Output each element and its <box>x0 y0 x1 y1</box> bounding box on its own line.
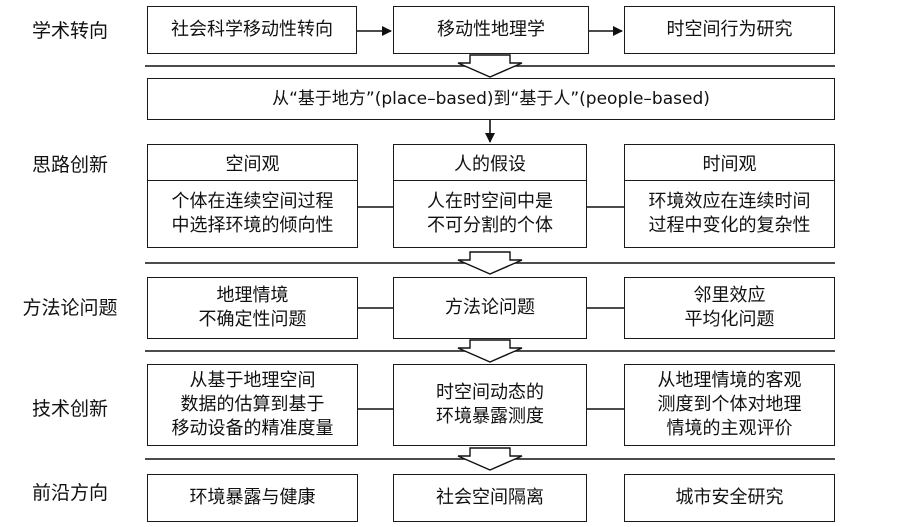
person-assumption-title: 人的假设 <box>394 145 586 181</box>
box-place-to-people: 从“基于地方”(place–based)到“基于人”(people–based) <box>147 78 835 120</box>
row-label-tech-innovation: 技术创新 <box>31 398 108 420</box>
box-subjective-evaluation: 从地理情境的客观 测度到个体对地理 情境的主观评价 <box>624 364 835 446</box>
box-mobility-geography: 移动性地理学 <box>393 6 589 54</box>
box-exposure-health: 环境暴露与健康 <box>147 474 358 522</box>
hollow-down-arrow-icon <box>457 251 523 275</box>
hollow-down-arrow-icon <box>457 54 523 78</box>
box-methodology: 方法论问题 <box>393 277 587 339</box>
box-ugcop: 地理情境 不确定性问题 <box>147 277 358 339</box>
box-time-view: 时间观 环境效应在连续时间 过程中变化的复杂性 <box>624 144 835 248</box>
box-mobility-turn: 社会科学移动性转向 <box>147 6 357 54</box>
box-person-assumption: 人的假设 人在时空间中是 不可分割的个体 <box>393 144 587 248</box>
box-dynamic-exposure: 时空间动态的 环境暴露测度 <box>393 364 587 446</box>
space-view-text: 个体在连续空间过程 中选择环境的倾向性 <box>171 190 334 236</box>
box-urban-safety: 城市安全研究 <box>624 474 835 522</box>
box-neighborhood-effect: 邻里效应 平均化问题 <box>624 277 835 339</box>
hollow-down-arrow-icon <box>457 447 523 471</box>
time-view-title: 时间观 <box>625 145 834 181</box>
row-label-methodology: 方法论问题 <box>22 297 118 319</box>
space-view-title: 空间观 <box>148 145 357 181</box>
box-spacetime-behavior: 时空间行为研究 <box>624 6 835 54</box>
row-label-frontier: 前沿方向 <box>31 482 108 504</box>
row-label-academic-turn: 学术转向 <box>31 20 108 42</box>
row-label-idea-innovation: 思路创新 <box>31 154 108 176</box>
time-view-text: 环境效应在连续时间 过程中变化的复杂性 <box>648 190 811 236</box>
box-segregation: 社会空间隔离 <box>393 474 587 522</box>
person-assumption-text: 人在时空间中是 不可分割的个体 <box>427 190 553 236</box>
hollow-down-arrow-icon <box>457 339 523 363</box>
box-precise-measurement: 从基于地理空间 数据的估算到基于 移动设备的精准度量 <box>147 364 358 446</box>
box-space-view: 空间观 个体在连续空间过程 中选择环境的倾向性 <box>147 144 358 248</box>
